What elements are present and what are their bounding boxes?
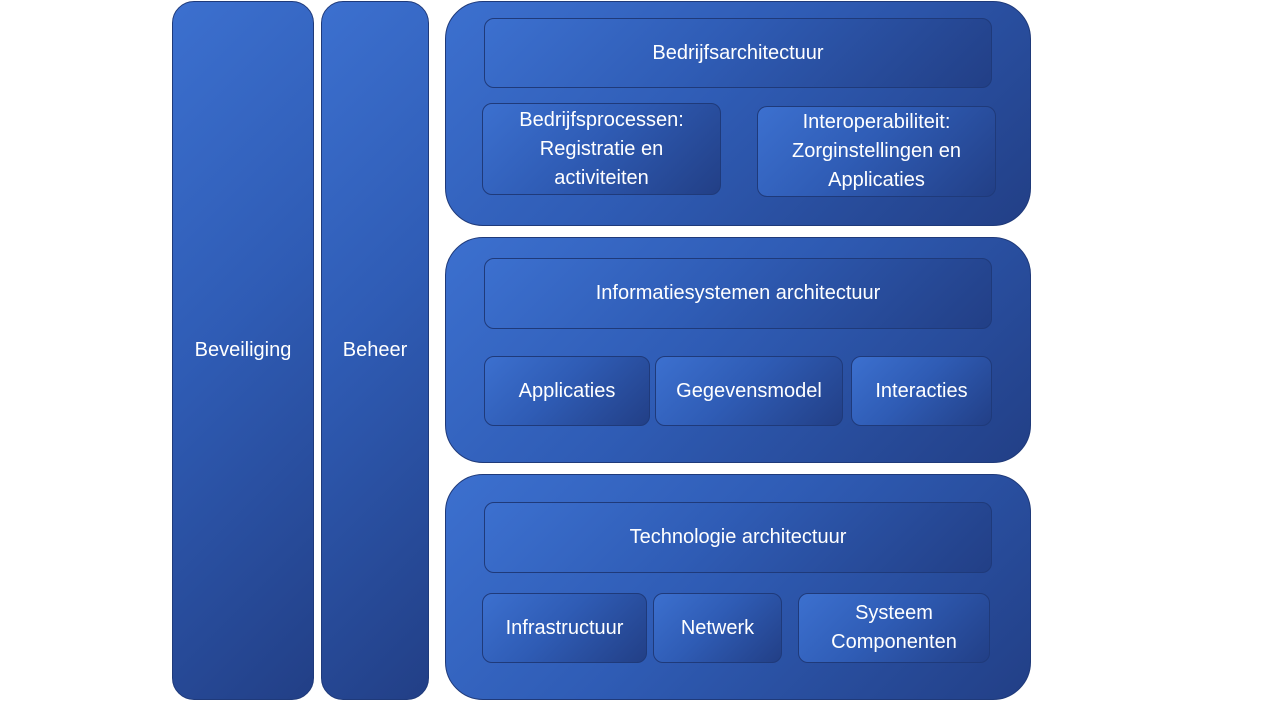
business-architecture-title: Bedrijfsarchitectuur xyxy=(484,18,992,88)
security-pillar: Beveiliging xyxy=(172,1,314,700)
technology-title: Technologie architectuur xyxy=(484,502,992,573)
management-pillar: Beheer xyxy=(321,1,429,700)
data-model-box: Gegevensmodel xyxy=(655,356,843,426)
business-processes-text: Bedrijfsprocessen: Registratie en activi… xyxy=(519,108,684,189)
information-systems-title: Informatiesystemen architectuur xyxy=(484,258,992,329)
system-components-text: Systeem Componenten xyxy=(831,602,957,653)
data-model-text: Gegevensmodel xyxy=(676,379,822,402)
business-architecture-title-text: Bedrijfsarchitectuur xyxy=(652,41,824,64)
management-label: Beheer xyxy=(342,339,408,361)
applications-text: Applicaties xyxy=(518,379,616,402)
applications-box: Applicaties xyxy=(484,356,650,426)
interactions-text: Interacties xyxy=(875,379,968,402)
interoperability-text: Interoperabiliteit: Zorginstellingen en … xyxy=(792,111,961,191)
security-label: Beveiliging xyxy=(194,339,292,361)
infrastructure-text: Infrastructuur xyxy=(505,616,624,639)
business-processes-box: Bedrijfsprocessen: Registratie en activi… xyxy=(482,103,721,195)
infrastructure-box: Infrastructuur xyxy=(482,593,647,663)
interoperability-box: Interoperabiliteit: Zorginstellingen en … xyxy=(757,106,996,197)
network-box: Netwerk xyxy=(653,593,782,663)
system-components-box: Systeem Componenten xyxy=(798,593,990,663)
technology-title-text: Technologie architectuur xyxy=(629,526,847,548)
network-text: Netwerk xyxy=(680,616,755,639)
interactions-box: Interacties xyxy=(851,356,992,426)
information-systems-title-text: Informatiesystemen architectuur xyxy=(595,282,881,304)
